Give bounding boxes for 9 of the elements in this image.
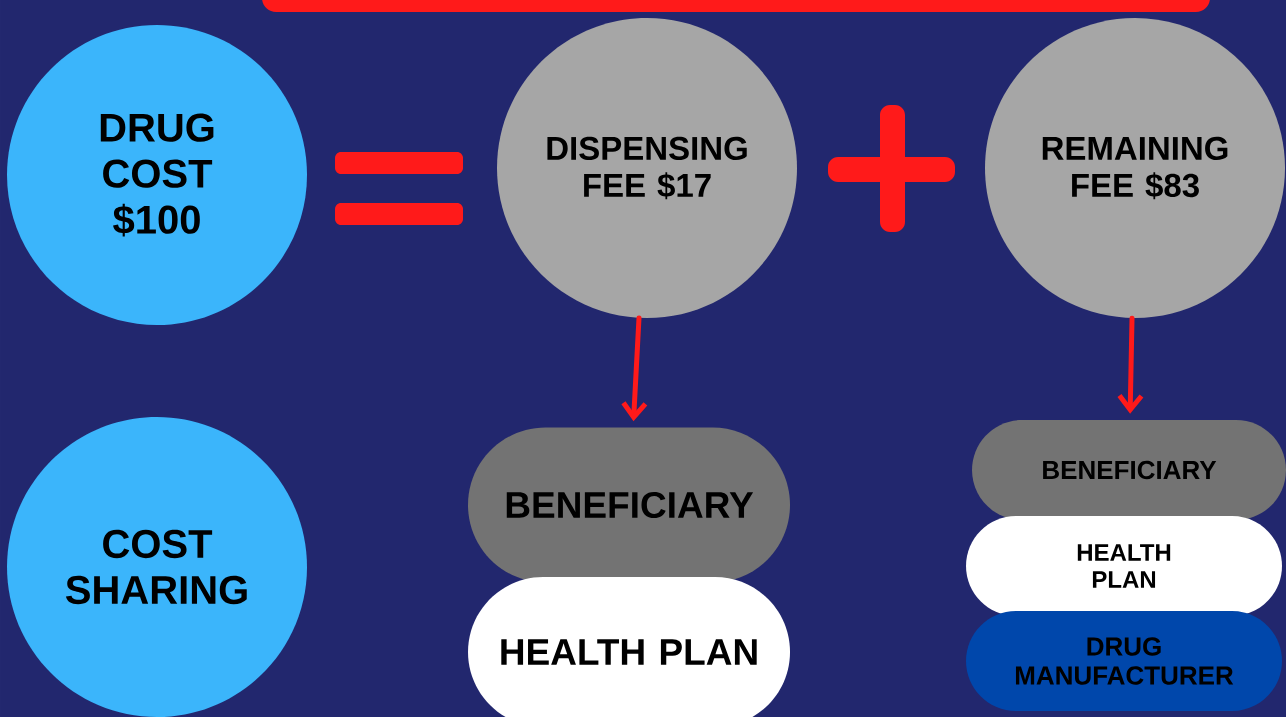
circle-node: DRUG COST $100 — [7, 25, 307, 325]
pill-box: DRUG MANUFACTURER — [966, 611, 1282, 711]
pill-box: HEALTH PLAN — [468, 577, 790, 717]
circle-node: REMAINING FEE $83 — [985, 18, 1285, 318]
pill-box: BENEFICIARY — [468, 427, 790, 583]
arrow — [1117, 315, 1144, 414]
circle-node: COST SHARING — [7, 417, 307, 717]
arrow — [621, 315, 648, 422]
circle-node: DISPENSING FEE $17 — [497, 18, 797, 318]
